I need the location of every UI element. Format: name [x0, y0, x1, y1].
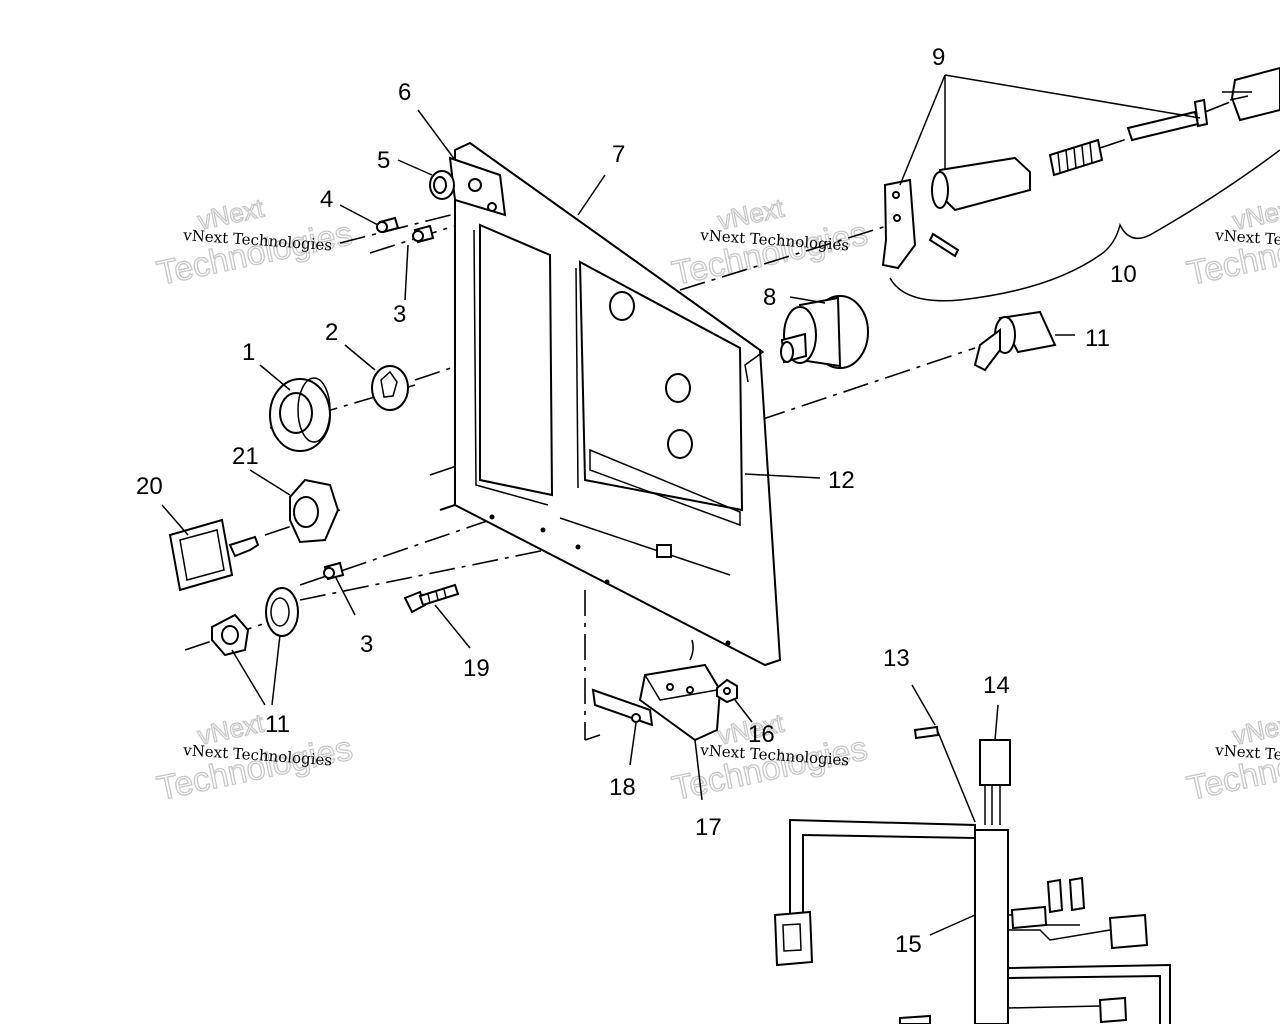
watermark-right-bottom: vNext Technologies vNext Technologies — [1183, 707, 1280, 809]
callout-4: 4 — [320, 186, 333, 213]
callout-5: 5 — [377, 147, 390, 174]
callout-12: 12 — [828, 467, 855, 494]
callout-8: 8 — [763, 284, 776, 311]
watermark-right-top: vNext Technologies vNext Technologies — [1183, 192, 1280, 294]
callout-9: 9 — [932, 44, 945, 71]
dash-panel — [439, 141, 782, 667]
callout-15: 15 — [895, 931, 922, 958]
gauge-light — [780, 295, 869, 369]
limit-switch — [591, 639, 738, 742]
callout-21: 21 — [232, 443, 259, 470]
ring-nut — [269, 377, 331, 452]
toggle-switch — [973, 310, 1057, 372]
ignition-key — [168, 518, 260, 592]
callout-labels: 1 2 3 3 4 5 6 7 8 9 10 11 11 12 13 14 15… — [136, 44, 1137, 958]
callout-17: 17 — [695, 814, 722, 841]
callout-7: 7 — [612, 141, 625, 168]
pin-3-top — [412, 224, 435, 244]
callout-6: 6 — [398, 79, 411, 106]
latch-assembly — [881, 66, 1280, 302]
callout-14: 14 — [983, 672, 1010, 699]
panel-square-hole — [656, 544, 672, 558]
callout-2: 2 — [325, 319, 338, 346]
callout-10: 10 — [1110, 261, 1137, 288]
panel-hole-top — [609, 291, 635, 321]
callout-16: 16 — [748, 721, 775, 748]
callout-3-upper: 3 — [393, 301, 406, 328]
leader-lines — [161, 74, 1201, 936]
callout-13: 13 — [883, 645, 910, 672]
hinge-bracket — [429, 156, 507, 217]
lower-switch-parts — [211, 587, 299, 657]
callout-11-lower: 11 — [265, 711, 290, 738]
star-washer — [371, 365, 409, 411]
callout-18: 18 — [609, 774, 636, 801]
callout-20: 20 — [136, 473, 163, 500]
callout-1: 1 — [242, 339, 255, 366]
watermark-left-bottom: vNext Technologies vNext Technologies — [153, 707, 356, 809]
watermark-center-top: vNext Technologies vNext Technologies — [668, 192, 871, 294]
bolt — [403, 583, 460, 614]
wiring-harness — [773, 725, 1171, 1024]
panel-hole-mid — [665, 373, 691, 403]
callout-3-lower: 3 — [360, 631, 373, 658]
panel-hole-low — [667, 429, 693, 459]
callout-11-right: 11 — [1085, 325, 1110, 352]
pin-4 — [376, 216, 400, 234]
hex-nut — [289, 478, 340, 544]
pin-3-lower — [323, 561, 345, 581]
callout-19: 19 — [463, 655, 490, 682]
